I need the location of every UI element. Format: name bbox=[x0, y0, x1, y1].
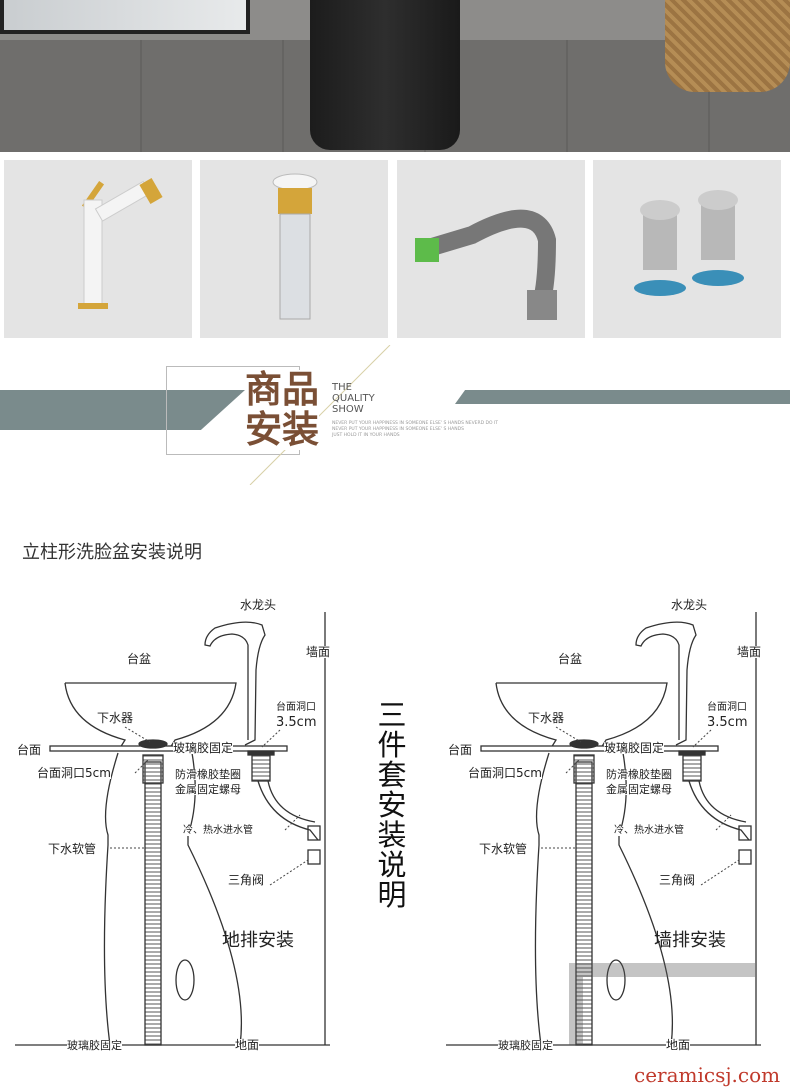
label-nut: 金属固定螺母 bbox=[175, 783, 241, 796]
label-nut: 金属固定螺母 bbox=[606, 783, 672, 796]
slogan-1: NEVER PUT YOUR HAPPINESS IN SOMEONE ELSE… bbox=[332, 421, 499, 426]
wall-drain-diagram bbox=[445, 611, 762, 1046]
label-valve: 三角阀 bbox=[659, 873, 696, 887]
label-hole: 台面洞口 bbox=[276, 702, 316, 713]
label-drain: 下水器 bbox=[97, 711, 134, 725]
banner-title: 商品安装 bbox=[245, 370, 319, 450]
en-title-1: THE bbox=[332, 382, 352, 393]
installation-diagrams bbox=[14, 611, 762, 1046]
product-angle-valves bbox=[593, 160, 781, 338]
label-glue: 玻璃胶固定 bbox=[173, 741, 234, 755]
slogan-2: NEVER PUT YOUR HAPPINESS IN SOMEONE ELSE… bbox=[332, 427, 464, 432]
product-faucet bbox=[4, 160, 192, 338]
side-title-three-piece-guide: 三件套安装说明 bbox=[377, 698, 407, 912]
hero-photo bbox=[0, 0, 790, 152]
label-hole: 台面洞口 bbox=[707, 702, 747, 713]
watermark: ceramicsj.com bbox=[634, 1063, 781, 1087]
pedestal-basin-photo bbox=[310, 0, 460, 150]
label-hole-5cm: 台面洞口5cm bbox=[468, 766, 542, 780]
label-hole-size: 3.5cm bbox=[707, 715, 748, 730]
label-valve: 三角阀 bbox=[228, 873, 265, 887]
label-inlet: 冷、热水进水管 bbox=[183, 825, 253, 836]
label-counter: 台面 bbox=[448, 743, 473, 757]
banner-bar-left bbox=[0, 390, 245, 430]
label-faucet: 水龙头 bbox=[240, 598, 277, 612]
label-faucet: 水龙头 bbox=[671, 598, 708, 612]
label-basin: 台盆 bbox=[127, 652, 152, 666]
guide-title: 立柱形洗脸盆安装说明 bbox=[22, 542, 202, 563]
product-drain-hose bbox=[397, 160, 585, 338]
label-floor-drain-install: 地排安装 bbox=[222, 930, 294, 951]
label-gasket: 防滑橡胶垫圈 bbox=[175, 768, 241, 781]
label-counter: 台面 bbox=[17, 743, 42, 757]
label-hose: 下水软管 bbox=[479, 842, 528, 856]
banner-slogan: NEVER PUT YOUR HAPPINESS IN SOMEONE ELSE… bbox=[332, 421, 498, 439]
label-gasket: 防滑橡胶垫圈 bbox=[606, 768, 672, 781]
label-glue-floor: 玻璃胶固定 bbox=[67, 1039, 122, 1052]
banner-title-line2: 安装 bbox=[245, 408, 319, 451]
label-drain: 下水器 bbox=[528, 711, 565, 725]
slogan-3: JUST HOLD IT IN YOUR HANDS bbox=[332, 433, 400, 438]
label-hole-size: 3.5cm bbox=[276, 715, 317, 730]
label-basin: 台盆 bbox=[558, 652, 583, 666]
en-title-2: QUALITY bbox=[332, 393, 375, 404]
floor-drain-diagram bbox=[14, 611, 331, 1046]
banner-diagonal bbox=[249, 345, 391, 485]
product-drain bbox=[200, 160, 388, 338]
banner-title-line1: 商品 bbox=[245, 368, 319, 411]
label-hole-5cm: 台面洞口5cm bbox=[37, 766, 111, 780]
label-inlet: 冷、热水进水管 bbox=[614, 825, 684, 836]
label-wall: 墙面 bbox=[306, 645, 331, 659]
label-floor: 地面 bbox=[666, 1038, 691, 1052]
banner-bar-right bbox=[455, 390, 790, 404]
label-floor: 地面 bbox=[235, 1038, 260, 1052]
wall-art bbox=[0, 0, 250, 34]
basket bbox=[665, 0, 790, 92]
en-title-3: SHOW bbox=[332, 404, 364, 415]
label-hose: 下水软管 bbox=[48, 842, 97, 856]
label-glue-floor: 玻璃胶固定 bbox=[498, 1039, 553, 1052]
label-glue: 玻璃胶固定 bbox=[604, 741, 665, 755]
label-wall-drain-install: 墙排安装 bbox=[654, 930, 726, 951]
label-wall: 墙面 bbox=[737, 645, 762, 659]
